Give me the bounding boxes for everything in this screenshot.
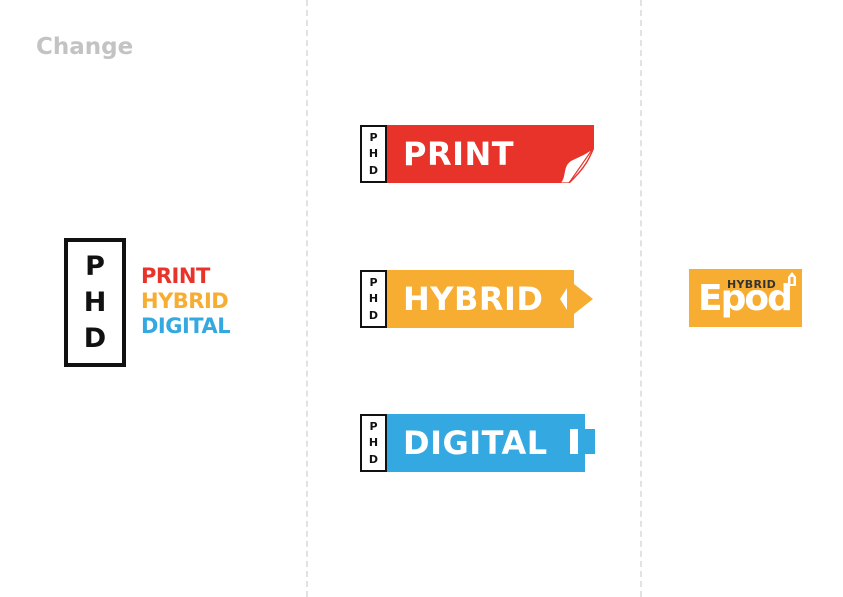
page-curl-icon: [560, 146, 594, 183]
phd-letter: H: [368, 292, 379, 306]
phd-letter: P: [369, 419, 378, 433]
hybrid-banner-logo: P H D HYBRID: [360, 270, 600, 328]
digital-band: DIGITAL: [387, 414, 595, 472]
print-banner-logo: P H D PRINT: [360, 125, 600, 183]
banner-label: HYBRID: [403, 280, 544, 318]
hybrid-band: HYBRID: [387, 270, 593, 328]
print-band: PRINT: [387, 125, 594, 183]
phd-letter: P: [369, 130, 378, 144]
phd-logo-box: P H D: [64, 238, 126, 367]
phd-letter: P: [85, 250, 105, 282]
phd-letter: D: [368, 453, 379, 467]
digital-banner-logo: P H D DIGITAL: [360, 414, 600, 472]
section-heading: Change: [36, 34, 134, 60]
phd-letter: P: [369, 275, 378, 289]
phd-letter: D: [368, 164, 379, 178]
column-divider: [306, 0, 308, 597]
phd-letter: H: [368, 436, 379, 450]
phd-letter: D: [368, 309, 379, 323]
word-hybrid: HYBRID: [141, 289, 229, 313]
phd-letter: H: [83, 286, 107, 318]
phd-mini-box: P H D: [360, 414, 387, 472]
banner-label: DIGITAL: [403, 424, 548, 462]
pin-icon: [788, 272, 796, 286]
phd-mini-box: P H D: [360, 270, 387, 328]
word-digital: DIGITAL: [141, 314, 231, 338]
banner-label: PRINT: [403, 135, 515, 173]
epod-hybrid-label: HYBRID: [727, 278, 777, 291]
phd-letter: D: [83, 323, 107, 355]
hybrid-epod-logo: HYBRID Epod: [689, 269, 802, 327]
phd-letter: H: [368, 147, 379, 161]
epod-wordmark: Epod: [698, 278, 793, 319]
phd-logo-words: PRINT HYBRID DIGITAL: [141, 264, 231, 339]
arrow-diamond-icon: [551, 270, 593, 328]
phd-mini-box: P H D: [360, 125, 387, 183]
pixel-block-icon: [567, 414, 595, 472]
column-divider: [640, 0, 642, 597]
word-print: PRINT: [141, 264, 210, 288]
